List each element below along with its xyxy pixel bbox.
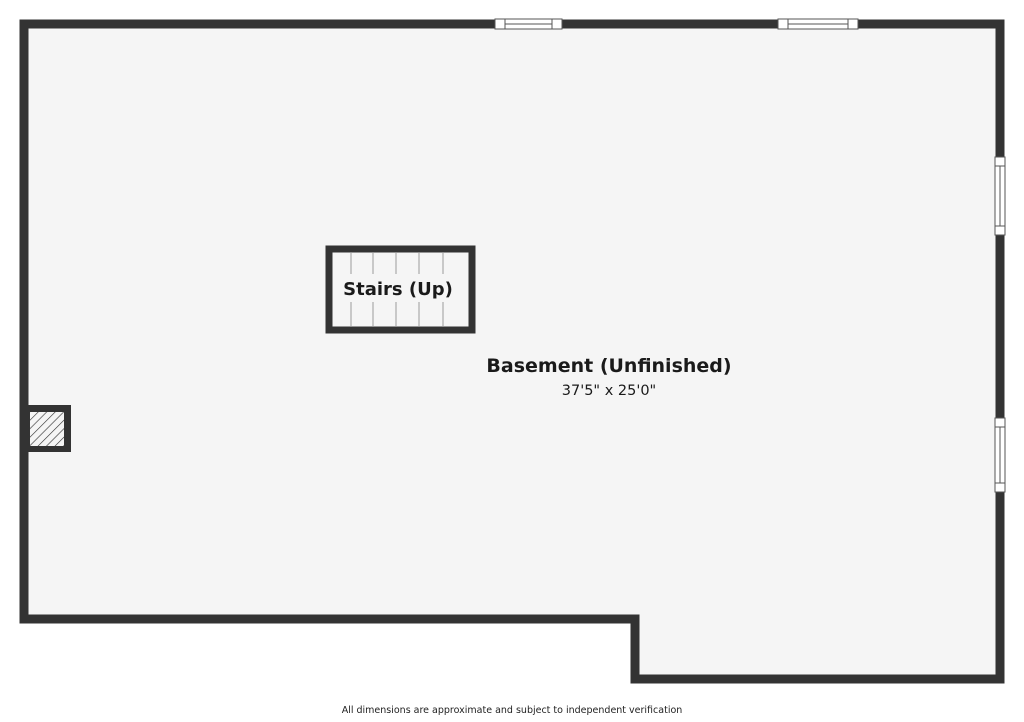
window-right-lower xyxy=(994,417,1006,493)
window-top-left xyxy=(494,18,563,30)
disclaimer-note: All dimensions are approximate and subje… xyxy=(341,705,683,716)
basement-floor xyxy=(24,24,1000,679)
stairs: Stairs (Up) xyxy=(325,245,476,334)
stairs-label-backdrop xyxy=(340,274,456,302)
stairs-label: Stairs (Up) xyxy=(343,279,453,300)
basement-room-name: Basement (Unfinished) xyxy=(486,355,731,377)
chimney-column xyxy=(24,405,71,452)
window-right-upper xyxy=(994,156,1006,236)
exterior-wall xyxy=(19,19,1005,684)
basement-room-dimensions: 37'5" x 25'0" xyxy=(562,383,656,399)
window-top-right xyxy=(777,18,859,30)
